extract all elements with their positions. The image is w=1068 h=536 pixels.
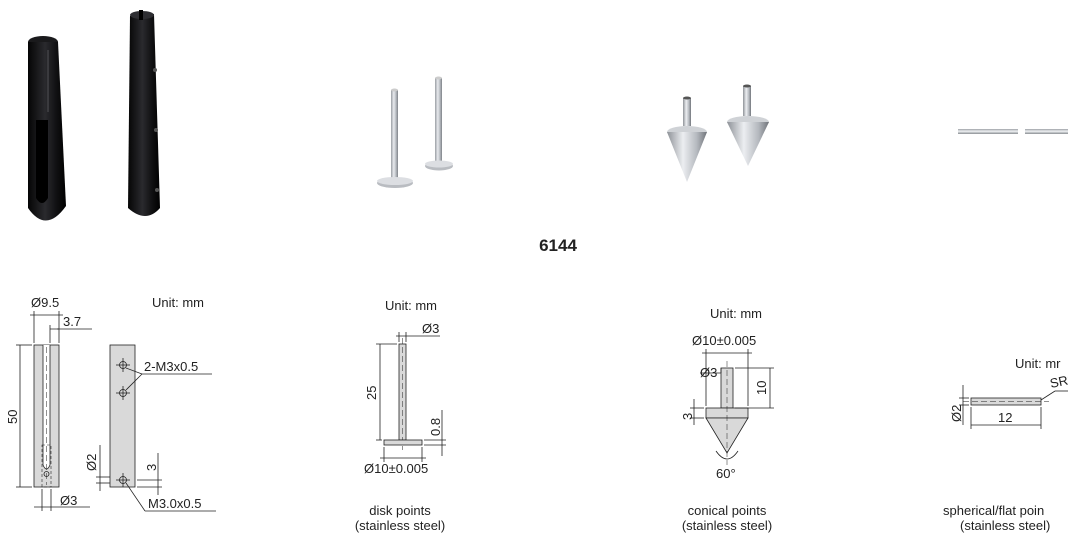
holder-dim-offset: 3 — [144, 464, 159, 471]
spherical-points-caption: spherical/flat poin (stainless steel) — [943, 503, 1068, 533]
disk-caption-line1: disk points — [369, 503, 431, 518]
disk-dim-stem: Ø3 — [422, 321, 439, 336]
holder-dim-bottom-dia: Ø3 — [60, 493, 77, 508]
conical-dim-stem: Ø3 — [700, 365, 717, 380]
conical-dim-angle: 60° — [716, 466, 736, 481]
conical-points-drawing: Unit: mm Ø10±0.005 Ø3 10 3 60° — [680, 306, 774, 481]
disk-points-drawing: Unit: mm Ø3 25 0.8 Ø10±0.005 — [364, 298, 446, 476]
spherical-unit-label: Unit: mr — [1015, 356, 1061, 371]
conical-caption-line2: (stainless steel) — [681, 518, 773, 533]
disk-points-photo — [377, 76, 453, 188]
conical-points-photo — [667, 84, 769, 182]
spherical-dim-dia: Ø2 — [949, 405, 964, 422]
spherical-points-photo — [958, 129, 1068, 134]
holder-right-shape — [128, 10, 160, 216]
conical-points-caption: conical points (stainless steel) — [657, 503, 797, 533]
conical-dim-base: 3 — [680, 413, 695, 420]
conical-dim-stem-len: 10 — [754, 381, 769, 395]
holder-dim-thread-top: 2-M3x0.5 — [144, 359, 198, 374]
holder-dim-hole: Ø2 — [84, 454, 99, 471]
disk-dim-length: 25 — [364, 386, 379, 400]
holder-unit-label: Unit: mm — [152, 295, 204, 310]
conical-caption-line1: conical points — [687, 503, 767, 518]
disk-dim-thickness: 0.8 — [428, 418, 443, 436]
conical-dim-top: Ø10±0.005 — [692, 333, 756, 348]
spherical-dim-length: 12 — [998, 410, 1012, 425]
conical-unit-label: Unit: mm — [710, 306, 762, 321]
holder-photo — [28, 10, 160, 221]
holder-drawing: Ø9.5 3.7 50 Ø3 Unit: mm 2-M3x0.5 Ø2 3 M3… — [5, 295, 216, 512]
disk-dim-disk: Ø10±0.005 — [364, 461, 428, 476]
spherical-points-drawing: Unit: mr SR2 Ø2 12 — [949, 356, 1068, 429]
disk-points-caption: disk points (stainless steel) — [330, 503, 470, 533]
holder-dim-thread-bottom: M3.0x0.5 — [148, 496, 201, 511]
holder-dim-diameter: Ø9.5 — [31, 295, 59, 310]
holder-dim-slot: 3.7 — [63, 314, 81, 329]
holder-dim-length: 50 — [5, 410, 20, 424]
disk-caption-line2: (stainless steel) — [354, 518, 446, 533]
spherical-caption-line1: spherical/flat poin — [943, 503, 1045, 518]
spherical-caption-line2: (stainless steel) — [960, 518, 1051, 533]
model-number: 6144 — [539, 236, 577, 255]
disk-unit-label: Unit: mm — [385, 298, 437, 313]
spherical-dim-radius: SR2 — [1049, 371, 1068, 391]
holder-left-shape — [28, 36, 66, 221]
